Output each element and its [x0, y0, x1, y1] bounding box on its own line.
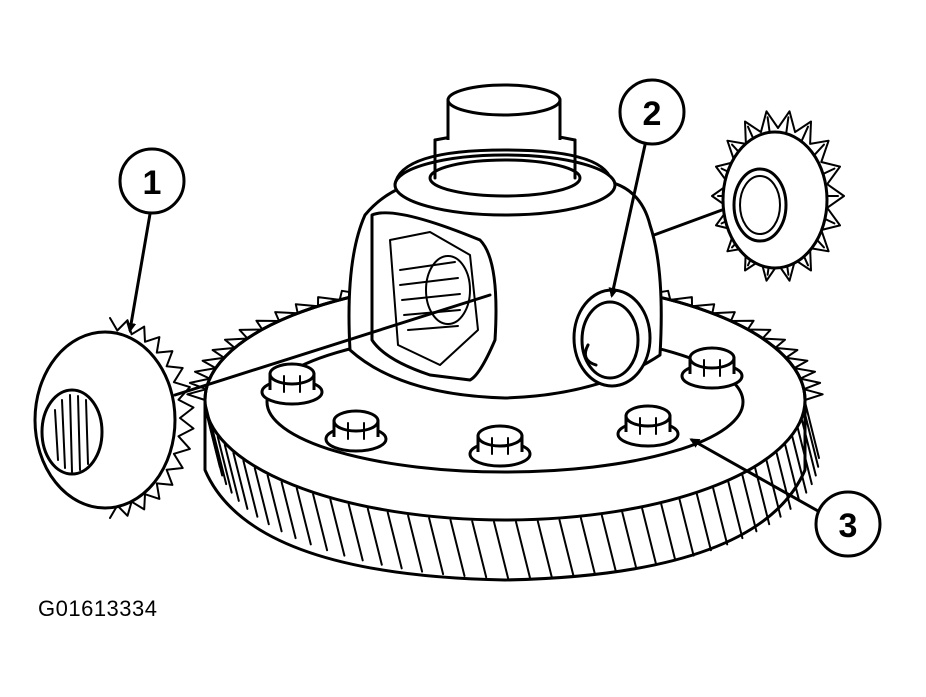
bolt: [616, 404, 680, 448]
callout-3-number: 3: [839, 507, 858, 545]
bolt: [680, 346, 744, 390]
bolt: [260, 362, 324, 406]
differential-case: [347, 83, 663, 400]
callout-3-leader: [689, 438, 820, 513]
bolt: [468, 424, 532, 468]
callout-2: 2: [608, 78, 686, 298]
callout-3: 3: [689, 438, 882, 558]
figure-id: G01613334: [38, 596, 158, 621]
callout-1-number: 1: [143, 164, 162, 202]
callout-1: 1: [118, 147, 186, 333]
bolt: [324, 409, 388, 453]
callout-1-leader: [126, 212, 152, 333]
ring-gear-bolts: [260, 346, 744, 468]
pinion-gear: [33, 293, 492, 519]
side-gear: [652, 110, 845, 282]
callout-2-number: 2: [643, 95, 662, 133]
callout-2-leader: [608, 143, 647, 298]
